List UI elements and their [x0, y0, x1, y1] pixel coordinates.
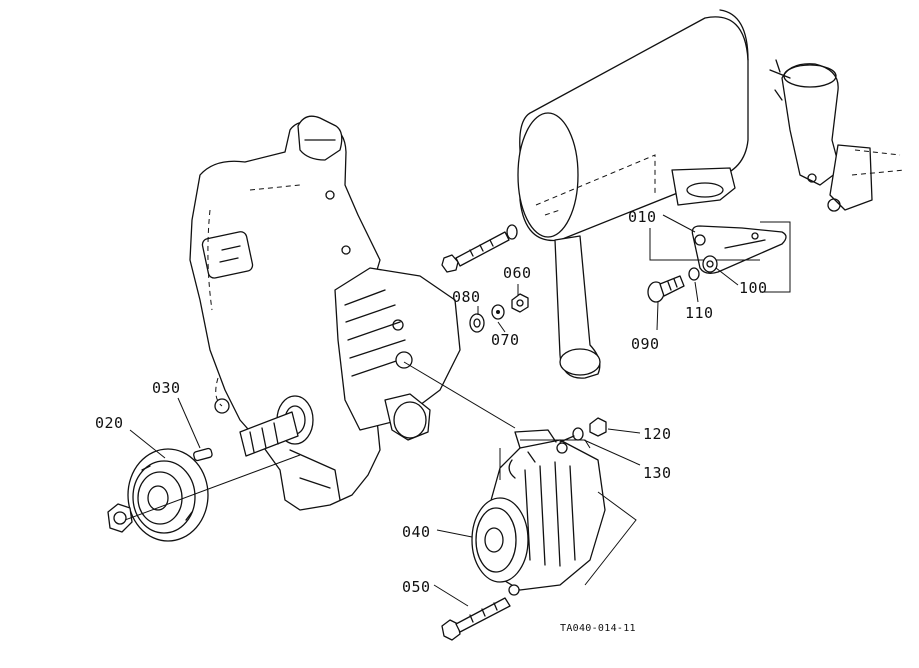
label-130: 130 — [643, 464, 672, 482]
label-110: 110 — [685, 304, 714, 322]
label-050: 050 — [402, 578, 431, 596]
label-120: 120 — [643, 425, 672, 443]
alternator — [471, 429, 637, 596]
label-060: 060 — [503, 264, 532, 282]
bolt-090 — [647, 275, 685, 303]
washer-080 — [469, 313, 485, 333]
label-070: 070 — [491, 331, 520, 349]
nut-060 — [511, 293, 529, 313]
crankshaft-pulley — [127, 448, 209, 542]
nut-120 — [589, 417, 607, 437]
label-080: 080 — [452, 288, 481, 306]
label-010: 010 — [628, 208, 657, 226]
key — [193, 447, 213, 462]
upper-bolt — [441, 224, 518, 273]
leader-lines — [129, 214, 739, 607]
label-090: 090 — [631, 335, 660, 353]
label-100: 100 — [739, 279, 768, 297]
label-030: 030 — [152, 379, 181, 397]
washer-100 — [702, 255, 718, 273]
drawing-code: TA040-014-11 — [560, 623, 636, 634]
exhaust-elbow — [769, 59, 906, 212]
washer-130 — [559, 427, 584, 443]
label-020: 020 — [95, 414, 124, 432]
label-040: 040 — [402, 523, 431, 541]
washer-070 — [491, 304, 505, 320]
pulley-nut — [107, 503, 133, 533]
muffler — [517, 9, 749, 379]
gear-case — [189, 115, 461, 511]
bolt-050 — [441, 597, 511, 641]
lock-washer-110 — [688, 267, 700, 281]
